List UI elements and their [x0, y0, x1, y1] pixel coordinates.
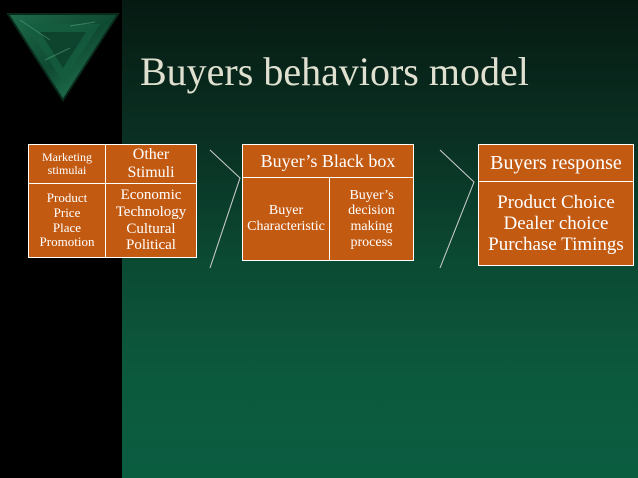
- other-stimuli-items: Economic Technology Cultural Political: [105, 183, 197, 258]
- black-box-header: Buyer’s Black box: [242, 144, 414, 178]
- black-box-title: Buyer’s Black box: [260, 150, 396, 171]
- buyer-characteristics-box: Buyer Characteristic: [242, 177, 330, 261]
- response-list: Product Choice Dealer choice Purchase Ti…: [488, 191, 624, 256]
- marketing-stimuli-list: Product Price Place Promotion: [39, 190, 95, 250]
- decision-process-label: Buyer’s decision making process: [348, 187, 395, 250]
- buyer-characteristics-label: Buyer Characteristic: [247, 203, 325, 234]
- other-stimuli-list: Economic Technology Cultural Political: [115, 186, 187, 254]
- decision-process-box: Buyer’s decision making process: [329, 177, 414, 261]
- marketing-stimuli-label: Marketing stimulai: [42, 149, 92, 177]
- marble-triangle-logo: [6, 13, 120, 102]
- response-title: Buyers response: [490, 151, 622, 174]
- response-items: Product Choice Dealer choice Purchase Ti…: [478, 181, 634, 266]
- marketing-stimuli-items: Product Price Place Promotion: [28, 183, 106, 258]
- marketing-stimuli-header: Marketing stimulai: [28, 144, 106, 184]
- other-stimuli-header: Other Stimuli: [105, 144, 197, 184]
- response-header: Buyers response: [478, 144, 634, 182]
- other-stimuli-label: Other Stimuli: [127, 146, 175, 181]
- slide-title: Buyers behaviors model: [140, 49, 529, 94]
